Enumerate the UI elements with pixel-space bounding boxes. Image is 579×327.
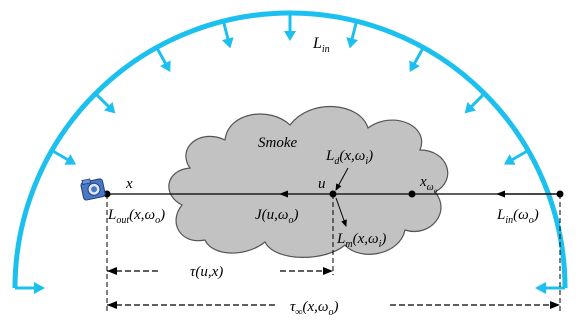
camera-icon [80, 178, 106, 201]
dome-arrow-head [503, 154, 516, 165]
label-tau-inf: τ∞(x,ωo) [290, 299, 339, 318]
dome-arrow-shaft [510, 149, 529, 162]
scatter-arrow-in [335, 167, 349, 191]
label-x-omega: xωo [419, 174, 438, 195]
dome-end-arrows [15, 282, 565, 294]
dome-arrow-head [284, 31, 296, 41]
dome-arrow-shaft [94, 92, 111, 109]
dome-arrow-shaft [412, 46, 425, 66]
dome-arrow-shaft [51, 149, 70, 162]
point-x-omega [408, 190, 416, 198]
scatter-arrow-out [335, 197, 347, 227]
dome-arrow-head [222, 37, 234, 49]
incoming-radiance-arrows [51, 13, 529, 165]
dome-arrow-shaft [469, 92, 486, 109]
dome-arrow-head [464, 102, 476, 114]
dome-arrow-head [160, 60, 171, 72]
label-smoke: Smoke [258, 135, 297, 151]
dome-arrow-shaft [155, 46, 168, 66]
dome-arrow-head [346, 37, 358, 49]
label-x: x [125, 176, 133, 192]
dimension-tau-inf [107, 301, 560, 309]
label-l-m: Lm(x,ωi) [336, 231, 386, 250]
smoke-cloud [168, 105, 449, 258]
dimension-tau [107, 267, 333, 275]
label-l-in-top: Lin [312, 35, 330, 55]
dome-arrow-shaft [350, 20, 358, 41]
label-j: J(u,ωo) [255, 207, 299, 226]
dome-arrow-head [64, 154, 77, 165]
dome-arrow-head [409, 60, 420, 72]
label-l-d: Ld(x,ωi) [325, 148, 373, 167]
label-l-in-right: Lin(ωo) [496, 207, 539, 226]
label-tau: τ(u,x) [190, 264, 223, 280]
dome-arrow-shaft [222, 20, 230, 41]
label-l-out: Lout(x,ωo) [107, 207, 165, 226]
label-u: u [318, 176, 326, 192]
dome-arrow-head [104, 102, 116, 114]
